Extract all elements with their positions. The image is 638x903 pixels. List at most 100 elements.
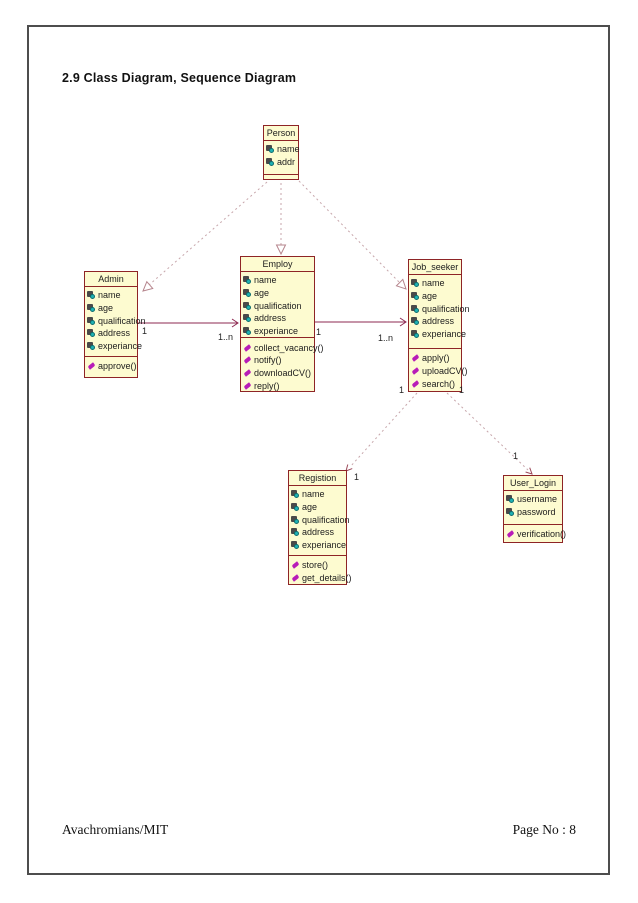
operation-row: get_details() <box>289 571 352 584</box>
attribute-row: experiance <box>289 539 346 552</box>
multiplicity-label: 1 <box>142 326 148 336</box>
private-attribute-icon <box>291 489 301 499</box>
attribute-row-label: name <box>277 144 300 155</box>
class-name: Admin <box>85 272 137 287</box>
operations-compartment <box>264 174 298 179</box>
attribute-row-label: address <box>422 316 455 327</box>
attribute-row: username <box>504 493 562 506</box>
operations-compartment: collect_vacancy()notify()downloadCV()rep… <box>241 337 324 392</box>
operation-row-label: downloadCV() <box>254 368 312 379</box>
multiplicity-label: 1 <box>459 385 465 395</box>
attribute-row-label: qualification <box>254 300 302 311</box>
attribute-row-label: age <box>98 303 114 314</box>
footer-author: Avachromians/MIT <box>62 822 169 837</box>
operation-icon <box>506 529 516 539</box>
private-attribute-icon <box>266 157 276 167</box>
private-attribute-icon <box>243 313 253 323</box>
operation-icon <box>243 343 253 353</box>
operation-icon <box>411 366 421 376</box>
attribute-row-label: name <box>302 489 325 500</box>
attribute-row: experiance <box>409 328 466 341</box>
attribute-row: addr <box>264 156 298 169</box>
operations-compartment: store()get_details() <box>289 554 352 584</box>
operation-icon <box>243 355 253 365</box>
private-attribute-icon <box>291 502 301 512</box>
attribute-row: qualification <box>409 302 470 315</box>
operation-row-label: verification() <box>517 529 567 540</box>
multiplicity-label: 1..n <box>378 333 394 343</box>
operation-icon <box>411 353 421 363</box>
attribute-row: age <box>289 501 346 514</box>
attribute-row: address <box>241 312 314 325</box>
class-name: Person <box>264 126 298 141</box>
multiplicity-label: 1 <box>316 327 322 337</box>
attribute-row-label: age <box>422 291 438 302</box>
operations-compartment: verification() <box>504 524 566 542</box>
attribute-row-label: name <box>254 275 277 286</box>
operation-row-label: store() <box>302 559 329 570</box>
operation-row-label: uploadCV() <box>422 366 468 377</box>
footer-page-number: Page No : 8 <box>512 822 576 837</box>
attribute-row-label: address <box>98 328 131 339</box>
attribute-row: name <box>289 488 346 501</box>
operation-row-label: apply() <box>422 353 450 364</box>
attribute-row: name <box>264 143 300 156</box>
attribute-row-label: username <box>517 494 558 505</box>
private-attribute-icon <box>87 341 97 351</box>
attribute-row-label: experiance <box>98 341 143 352</box>
operation-row: apply() <box>409 352 461 365</box>
operation-row: notify() <box>241 354 314 367</box>
operation-icon <box>291 573 301 583</box>
private-attribute-icon <box>506 494 516 504</box>
attribute-row: experiance <box>241 325 314 338</box>
attribute-row: age <box>409 290 461 303</box>
attribute-row-label: name <box>98 290 121 301</box>
private-attribute-icon <box>411 278 421 288</box>
class-name: User_Login <box>504 476 562 491</box>
private-attribute-icon <box>411 304 421 314</box>
operation-icon <box>291 560 301 570</box>
operation-icon <box>411 379 421 389</box>
operation-row: downloadCV() <box>241 367 314 380</box>
attribute-row-label: qualification <box>422 303 470 314</box>
multiplicity-label: 1 <box>513 451 519 461</box>
private-attribute-icon <box>411 291 421 301</box>
attribute-row: address <box>409 315 461 328</box>
attribute-row-label: experiance <box>422 329 467 340</box>
private-attribute-icon <box>87 290 97 300</box>
operation-row: verification() <box>504 528 566 541</box>
operation-row-label: search() <box>422 378 456 389</box>
attribute-row: name <box>85 289 137 302</box>
private-attribute-icon <box>243 288 253 298</box>
private-attribute-icon <box>243 326 253 336</box>
attribute-row: address <box>85 327 137 340</box>
attribute-row: name <box>241 274 314 287</box>
private-attribute-icon <box>243 275 253 285</box>
attributes-compartment: name addr <box>264 141 300 174</box>
operation-row-label: notify() <box>254 355 282 366</box>
operation-icon <box>87 361 97 371</box>
attribute-row-label: addr <box>277 157 296 168</box>
operations-compartment: approve() <box>85 356 137 377</box>
operation-row: collect_vacancy() <box>241 341 324 354</box>
section-heading: 2.9 Class Diagram, Sequence Diagram <box>62 71 297 85</box>
private-attribute-icon <box>291 527 301 537</box>
multiplicity-label: 1 <box>399 385 405 395</box>
private-attribute-icon <box>506 507 516 517</box>
attribute-row-label: address <box>302 527 335 538</box>
page-border <box>27 25 610 875</box>
private-attribute-icon <box>411 329 421 339</box>
operation-row: approve() <box>85 360 137 373</box>
operation-icon <box>243 381 253 391</box>
attribute-row-label: name <box>422 278 445 289</box>
attribute-row-label: qualification <box>98 315 146 326</box>
attribute-row: qualification <box>289 513 350 526</box>
